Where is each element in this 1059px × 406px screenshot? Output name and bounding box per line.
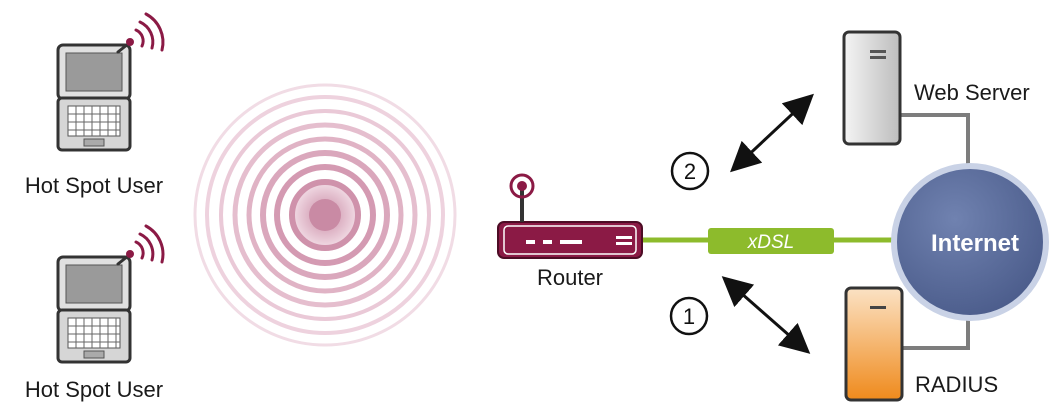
step-2-circle bbox=[670, 151, 710, 191]
globe-icon bbox=[891, 163, 1049, 321]
router-label: Router bbox=[537, 265, 603, 290]
xdsl-label: xDSL bbox=[747, 232, 794, 253]
step-2-label: 2 bbox=[684, 159, 696, 184]
server-icon bbox=[844, 286, 904, 402]
web-server-label: Web Server bbox=[914, 80, 1030, 105]
step-1-label: 1 bbox=[683, 304, 695, 329]
arrow-icon bbox=[721, 276, 811, 354]
wifi-signal-icon bbox=[116, 224, 165, 266]
laptop-icon bbox=[56, 255, 132, 364]
server-connection-lines bbox=[900, 113, 970, 350]
antenna-icon bbox=[509, 173, 535, 222]
hot-spot-user-label-bottom: Hot Spot User bbox=[25, 377, 163, 402]
server-icon bbox=[842, 30, 902, 146]
internet-label: Internet bbox=[931, 230, 1019, 257]
laptop-icon bbox=[56, 43, 132, 152]
radius-label: RADIUS bbox=[915, 372, 998, 397]
wireless-range-icon bbox=[193, 83, 457, 347]
router-icon bbox=[497, 221, 643, 259]
wifi-signal-icon bbox=[116, 12, 165, 54]
hot-spot-user-label-top: Hot Spot User bbox=[25, 173, 163, 198]
step-1-circle bbox=[669, 296, 709, 336]
xdsl-connection-line bbox=[640, 228, 900, 254]
arrow-icon bbox=[730, 93, 814, 173]
